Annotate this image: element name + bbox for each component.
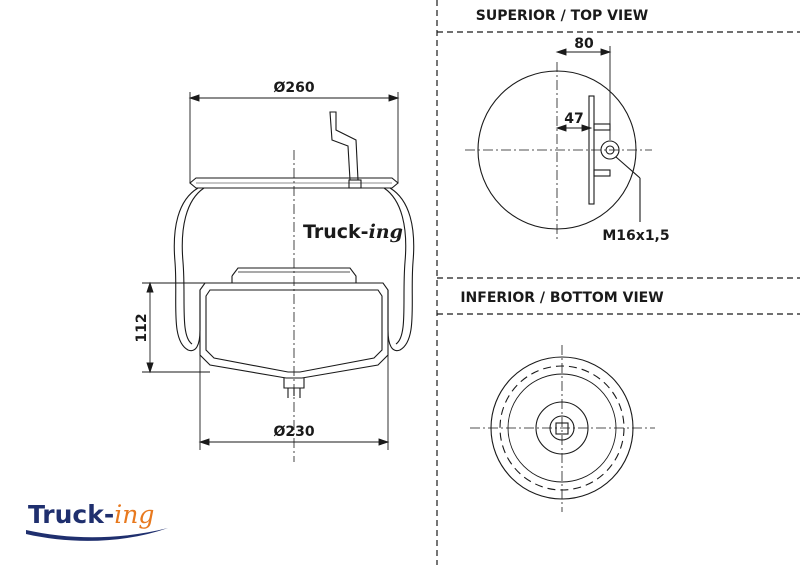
stud-circle bbox=[600, 140, 620, 160]
bellows-outline bbox=[173, 187, 201, 352]
top-bracket-plate bbox=[588, 95, 595, 205]
top-diameter-label: Ø260 bbox=[273, 80, 314, 96]
top-view-dimensions bbox=[555, 46, 612, 140]
top-view bbox=[465, 62, 652, 240]
brand-logo: Truck-ing bbox=[26, 500, 168, 541]
brand-swoosh bbox=[26, 528, 168, 541]
bolt-offset-label: 47 bbox=[564, 111, 583, 127]
side-view-dimensions bbox=[142, 92, 400, 450]
brand-name-suffix: ing bbox=[114, 500, 154, 529]
svg-text:Truck-ing: Truck-ing bbox=[28, 500, 154, 529]
air-fitting bbox=[348, 179, 362, 189]
stud-offset-label: 80 bbox=[574, 36, 594, 52]
top-view-header: SUPERIOR / TOP VIEW bbox=[476, 8, 648, 24]
side-view-watermark: Truck-ing bbox=[303, 221, 403, 243]
bottom-view bbox=[470, 345, 655, 512]
stud-bracket bbox=[329, 111, 359, 181]
thread-label: M16x1,5 bbox=[602, 228, 669, 244]
side-view bbox=[173, 111, 415, 462]
bottom-view-header: INFERIOR / BOTTOM VIEW bbox=[460, 290, 663, 306]
svg-text:Truck-ing: Truck-ing bbox=[303, 221, 403, 243]
bottom-diameter-label: Ø230 bbox=[273, 424, 314, 440]
brand-name-main: Truck- bbox=[28, 500, 114, 529]
height-label: 112 bbox=[134, 313, 150, 342]
piston bbox=[199, 282, 389, 379]
